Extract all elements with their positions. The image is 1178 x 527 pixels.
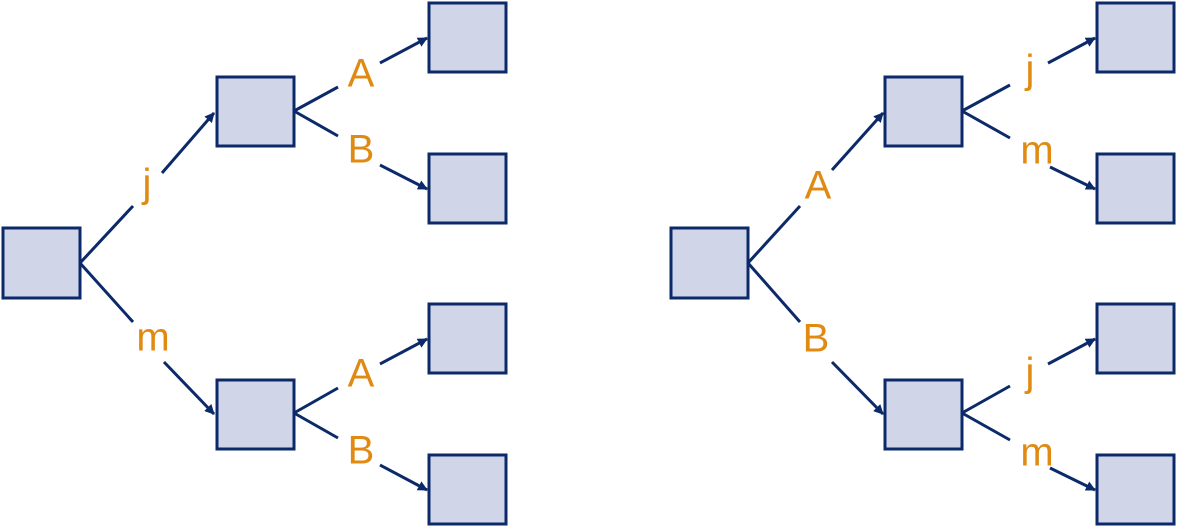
edge-left-root-to-upper — [78, 204, 135, 265]
left-level2-label-upper-a: A — [348, 52, 375, 96]
left-leaf-node-2 — [427, 152, 508, 225]
left-level2-label-lower-a: A — [348, 352, 375, 396]
left-leaf-node-4 — [427, 453, 508, 526]
left-tree: j m A B A B — [1, 1, 508, 526]
edge-right-root-to-upper — [746, 204, 802, 265]
edge-left-root-to-upper-arrow — [160, 112, 216, 174]
edge-left-upper-to-leaf1-arrow — [379, 36, 428, 65]
edge-right-lower-to-leaf3-arrow — [1047, 337, 1096, 366]
left-upper-node — [215, 75, 296, 148]
edge-right-upper-to-leaf2 — [961, 109, 1011, 140]
right-leaf-node-4 — [1095, 453, 1176, 526]
edge-right-root-to-upper-arrow — [830, 111, 885, 172]
left-root-node — [1, 226, 82, 300]
edge-right-lower-to-leaf3 — [961, 384, 1011, 415]
edge-right-lower-to-leaf4-arrow — [1049, 466, 1096, 492]
edge-right-root-to-lower-arrow — [830, 360, 885, 416]
right-leaf-node-2 — [1095, 152, 1176, 225]
edge-left-lower-to-leaf4 — [293, 411, 339, 440]
edge-left-upper-to-leaf2-arrow — [379, 163, 428, 191]
edge-right-root-to-lower — [746, 262, 802, 323]
right-lower-node — [883, 378, 964, 451]
edge-right-upper-to-leaf1-arrow — [1047, 36, 1096, 65]
right-leaf-node-1 — [1095, 1, 1176, 74]
left-level2-label-upper-b: B — [348, 128, 375, 172]
left-level1-label-lower: m — [136, 316, 169, 360]
right-level2-label-lower-a: j — [1025, 351, 1035, 395]
edge-right-upper-to-leaf1 — [961, 83, 1011, 113]
right-leaf-node-3 — [1095, 302, 1176, 375]
edge-right-upper-to-leaf2-arrow — [1049, 165, 1096, 191]
edge-left-lower-to-leaf3 — [293, 386, 339, 415]
left-level1-label-upper: j — [142, 162, 152, 206]
right-root-node — [669, 226, 750, 300]
edge-left-upper-to-leaf1 — [293, 85, 339, 113]
edge-left-root-to-lower — [78, 261, 135, 324]
right-level2-label-upper-b: m — [1020, 129, 1053, 173]
edge-left-root-to-lower-arrow — [162, 360, 216, 416]
right-tree: A B j m j m — [669, 1, 1176, 526]
left-level2-label-lower-b: B — [348, 429, 375, 473]
left-leaf-node-1 — [427, 1, 508, 74]
right-level1-label-lower: B — [803, 317, 830, 361]
edge-right-lower-to-leaf4 — [961, 411, 1011, 442]
left-leaf-node-3 — [427, 302, 508, 375]
right-level2-label-lower-b: m — [1020, 431, 1053, 475]
edge-left-upper-to-leaf2 — [293, 109, 339, 138]
right-level2-label-upper-a: j — [1025, 48, 1035, 92]
right-level1-label-upper: A — [805, 164, 832, 208]
edge-left-lower-to-leaf3-arrow — [379, 337, 428, 366]
right-upper-node — [883, 75, 964, 148]
left-lower-node — [215, 378, 296, 451]
edge-left-lower-to-leaf4-arrow — [379, 463, 428, 492]
